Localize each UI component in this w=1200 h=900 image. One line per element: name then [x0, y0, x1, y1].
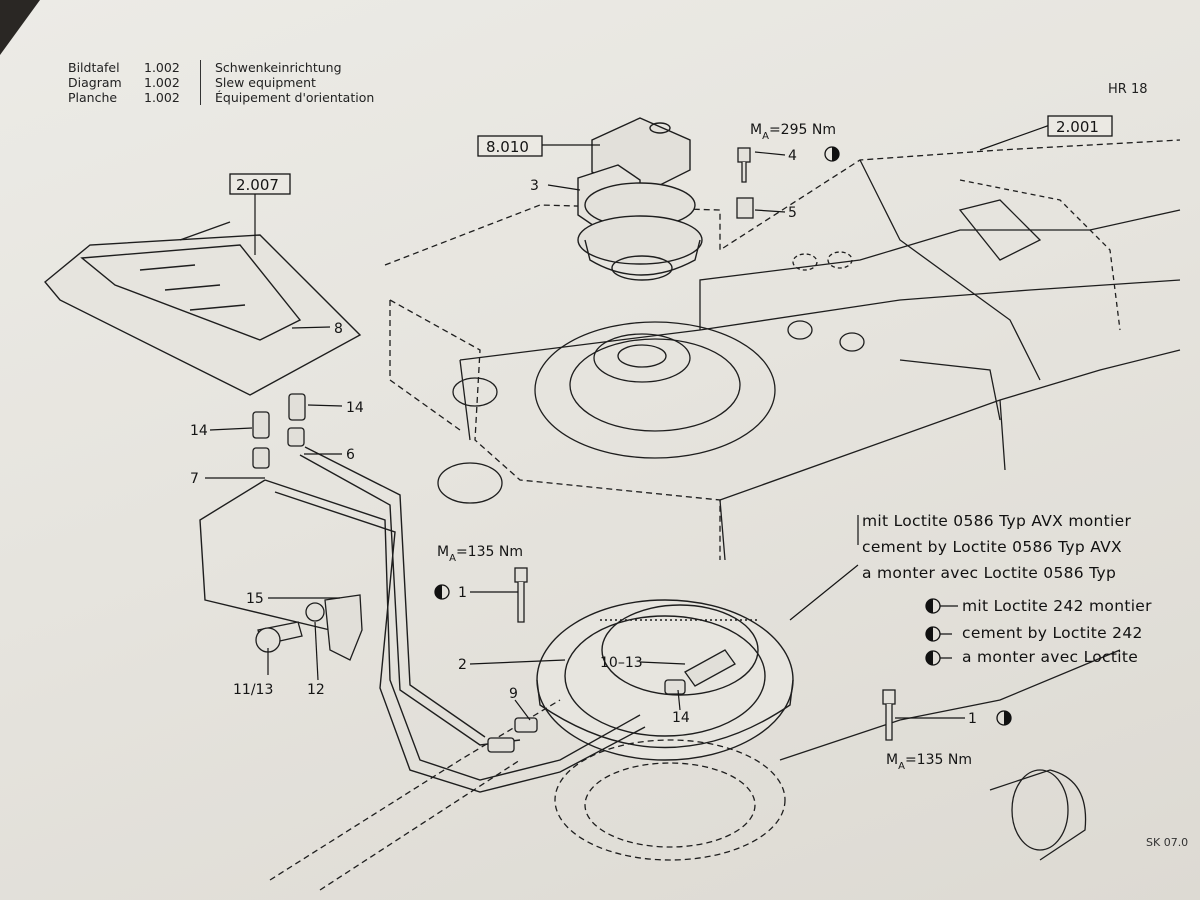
- header-row-en: Diagram 1.002 Slew equipment: [68, 75, 374, 90]
- header-title: Slew equipment: [215, 75, 316, 90]
- loctite-242-note-en: cement by Loctite 242: [962, 624, 1143, 642]
- header-label: Diagram: [68, 75, 122, 90]
- torque-295-value: =295 Nm: [769, 122, 836, 138]
- torque-135-value: =135 Nm: [905, 752, 972, 768]
- loctite-symbol-icon: [925, 626, 941, 642]
- callout-3: 3: [530, 178, 539, 194]
- loctite-0586-note-en: cement by Loctite 0586 Typ AVX: [862, 538, 1122, 556]
- loctite-242-note-de: mit Loctite 242 montier: [962, 597, 1152, 615]
- ref-box-2001: [1047, 115, 1113, 137]
- callout-6: 6: [346, 447, 355, 463]
- callout-2: 2: [458, 657, 467, 673]
- superstructure-frame: [384, 139, 1181, 561]
- loctite-symbol-icon: [434, 584, 450, 600]
- callout-7: 7: [190, 471, 199, 487]
- diagram-header: Bildtafel 1.002 Schwenkeinrichtung Diagr…: [68, 60, 374, 105]
- loctite-symbol-icon: [824, 146, 840, 162]
- torque-135-value: =135 Nm: [456, 544, 523, 560]
- loctite-242-note-fr: a monter avec Loctite: [962, 648, 1139, 666]
- torque-m: M: [750, 122, 762, 138]
- callout-14: 14: [346, 400, 364, 416]
- fittings: [252, 393, 736, 753]
- footer-code: SK 07.0: [1146, 836, 1189, 849]
- torque-295-label: MA=295 Nm: [750, 122, 836, 142]
- callout-5: 5: [788, 205, 797, 221]
- torque-135-label-lower: MA=135 Nm: [886, 752, 972, 772]
- loctite-0586-note-de: mit Loctite 0586 Typ AVX montier: [862, 512, 1132, 530]
- header-title: Schwenkeinrichtung: [215, 60, 342, 75]
- callout-15: 15: [246, 591, 264, 607]
- callout-11-13: 11/13: [233, 682, 273, 698]
- ref-box-2007: [229, 173, 291, 195]
- torque-135-label: MA=135 Nm: [437, 544, 523, 564]
- callout-14: 14: [190, 423, 208, 439]
- callout-8: 8: [334, 321, 343, 337]
- header-divider: [200, 90, 201, 105]
- header-number: 1.002: [144, 90, 180, 105]
- callout-10-13: 10–13: [600, 655, 643, 671]
- header-divider: [200, 60, 201, 75]
- slew-plate: [534, 321, 776, 459]
- ref-box-8010: [477, 135, 543, 157]
- callout-1: 1: [968, 711, 977, 727]
- ref-boxes: 8.010 2.001 2.007: [229, 115, 1113, 195]
- callout-4: 4: [788, 148, 797, 164]
- slewing-ring: [536, 599, 794, 761]
- slew-motor: [577, 117, 703, 281]
- loctite-0586-note-fr: a monter avec Loctite 0586 Typ: [862, 564, 1117, 582]
- loctite-symbol-icon: [925, 650, 941, 666]
- hose-lines: [199, 446, 646, 793]
- model-label: HR 18: [1108, 82, 1148, 97]
- callout-12: 12: [307, 682, 325, 698]
- callout-9: 9: [509, 686, 518, 702]
- loctite-symbol-icon: [996, 710, 1012, 726]
- background-corner: [0, 0, 40, 55]
- header-label: Bildtafel: [68, 60, 120, 75]
- half-circle-symbols: [434, 146, 1012, 726]
- header-label: Planche: [68, 90, 118, 105]
- header-number: 1.002: [144, 75, 180, 90]
- torque-m: M: [437, 544, 449, 560]
- ref-2007: 2.007: [236, 176, 279, 194]
- torque-sub-a: A: [898, 761, 905, 772]
- header-row-de: Bildtafel 1.002 Schwenkeinrichtung: [68, 60, 374, 75]
- header-title: Équipement d'orientation: [215, 90, 375, 105]
- ref-2001: 2.001: [1056, 118, 1099, 136]
- torque-sub-a: A: [762, 131, 769, 142]
- callout-1: 1: [458, 585, 467, 601]
- loctite-symbol-icon: [925, 598, 941, 614]
- torque-labels: MA=295 Nm MA=135 Nm MA=135 Nm: [437, 122, 972, 772]
- control-plate: [44, 221, 362, 396]
- header-row-fr: Planche 1.002 Équipement d'orientation: [68, 90, 374, 105]
- leader-lines: [205, 124, 1051, 721]
- torque-sub-a: A: [449, 553, 456, 564]
- header-divider: [200, 75, 201, 90]
- torque-m: M: [886, 752, 898, 768]
- ref-8010: 8.010: [486, 138, 529, 156]
- header-number: 1.002: [144, 60, 180, 75]
- callout-numbers: 3 4 5 8 14 14 6 7 1 15 2 9 10–13 14 11/1…: [190, 148, 977, 727]
- callout-14: 14: [672, 710, 690, 726]
